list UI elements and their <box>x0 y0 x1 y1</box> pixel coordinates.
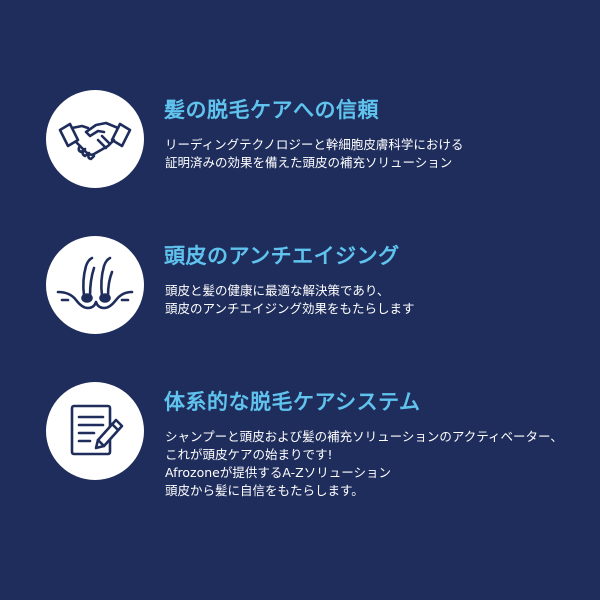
description-line: 頭皮から髪に自信をもたらします。 <box>165 483 364 498</box>
document-pen-icon <box>46 382 144 480</box>
feature-antiaging: 頭皮のアンチエイジング 頭皮と髪の健康に最適な解決策であり、 頭皮のアンチエイジ… <box>46 236 586 336</box>
scalp-hair-icon <box>46 236 144 334</box>
feature-title: 体系的な脱毛ケアシステム <box>164 390 421 414</box>
description-line: 頭皮と髪の健康に最適な解決策であり、 <box>165 283 390 298</box>
feature-system: 体系的な脱毛ケアシステム シャンプーと頭皮および髪の補充ソリューションのアクティ… <box>46 382 586 498</box>
description-line: これが頭皮ケアの始まりです! <box>165 447 333 462</box>
description-line: シャンプーと頭皮および髪の補充ソリューションのアクティベーター、 <box>165 429 563 444</box>
description-line: リーディングテクノロジーと幹細胞皮膚科学における <box>165 137 464 152</box>
handshake-icon <box>46 90 144 188</box>
feature-description: リーディングテクノロジーと幹細胞皮膚科学における 証明済みの効果を備えた頭皮の補… <box>165 136 585 172</box>
feature-title: 頭皮のアンチエイジング <box>164 244 400 268</box>
description-line: 証明済みの効果を備えた頭皮の補充ソリューション <box>165 155 453 170</box>
feature-description: 頭皮と髪の健康に最適な解決策であり、 頭皮のアンチエイジング効果をもたらします <box>165 282 585 318</box>
feature-title: 髪の脱毛ケアへの信頼 <box>164 98 379 122</box>
feature-trust: 髪の脱毛ケアへの信頼 リーディングテクノロジーと幹細胞皮膚科学における 証明済み… <box>46 90 586 190</box>
feature-description: シャンプーと頭皮および髪の補充ソリューションのアクティベーター、 これが頭皮ケア… <box>165 428 585 500</box>
description-line: 頭皮のアンチエイジング効果をもたらします <box>165 301 415 316</box>
description-line: Afrozoneが提供するA-Zソリューション <box>165 465 391 480</box>
